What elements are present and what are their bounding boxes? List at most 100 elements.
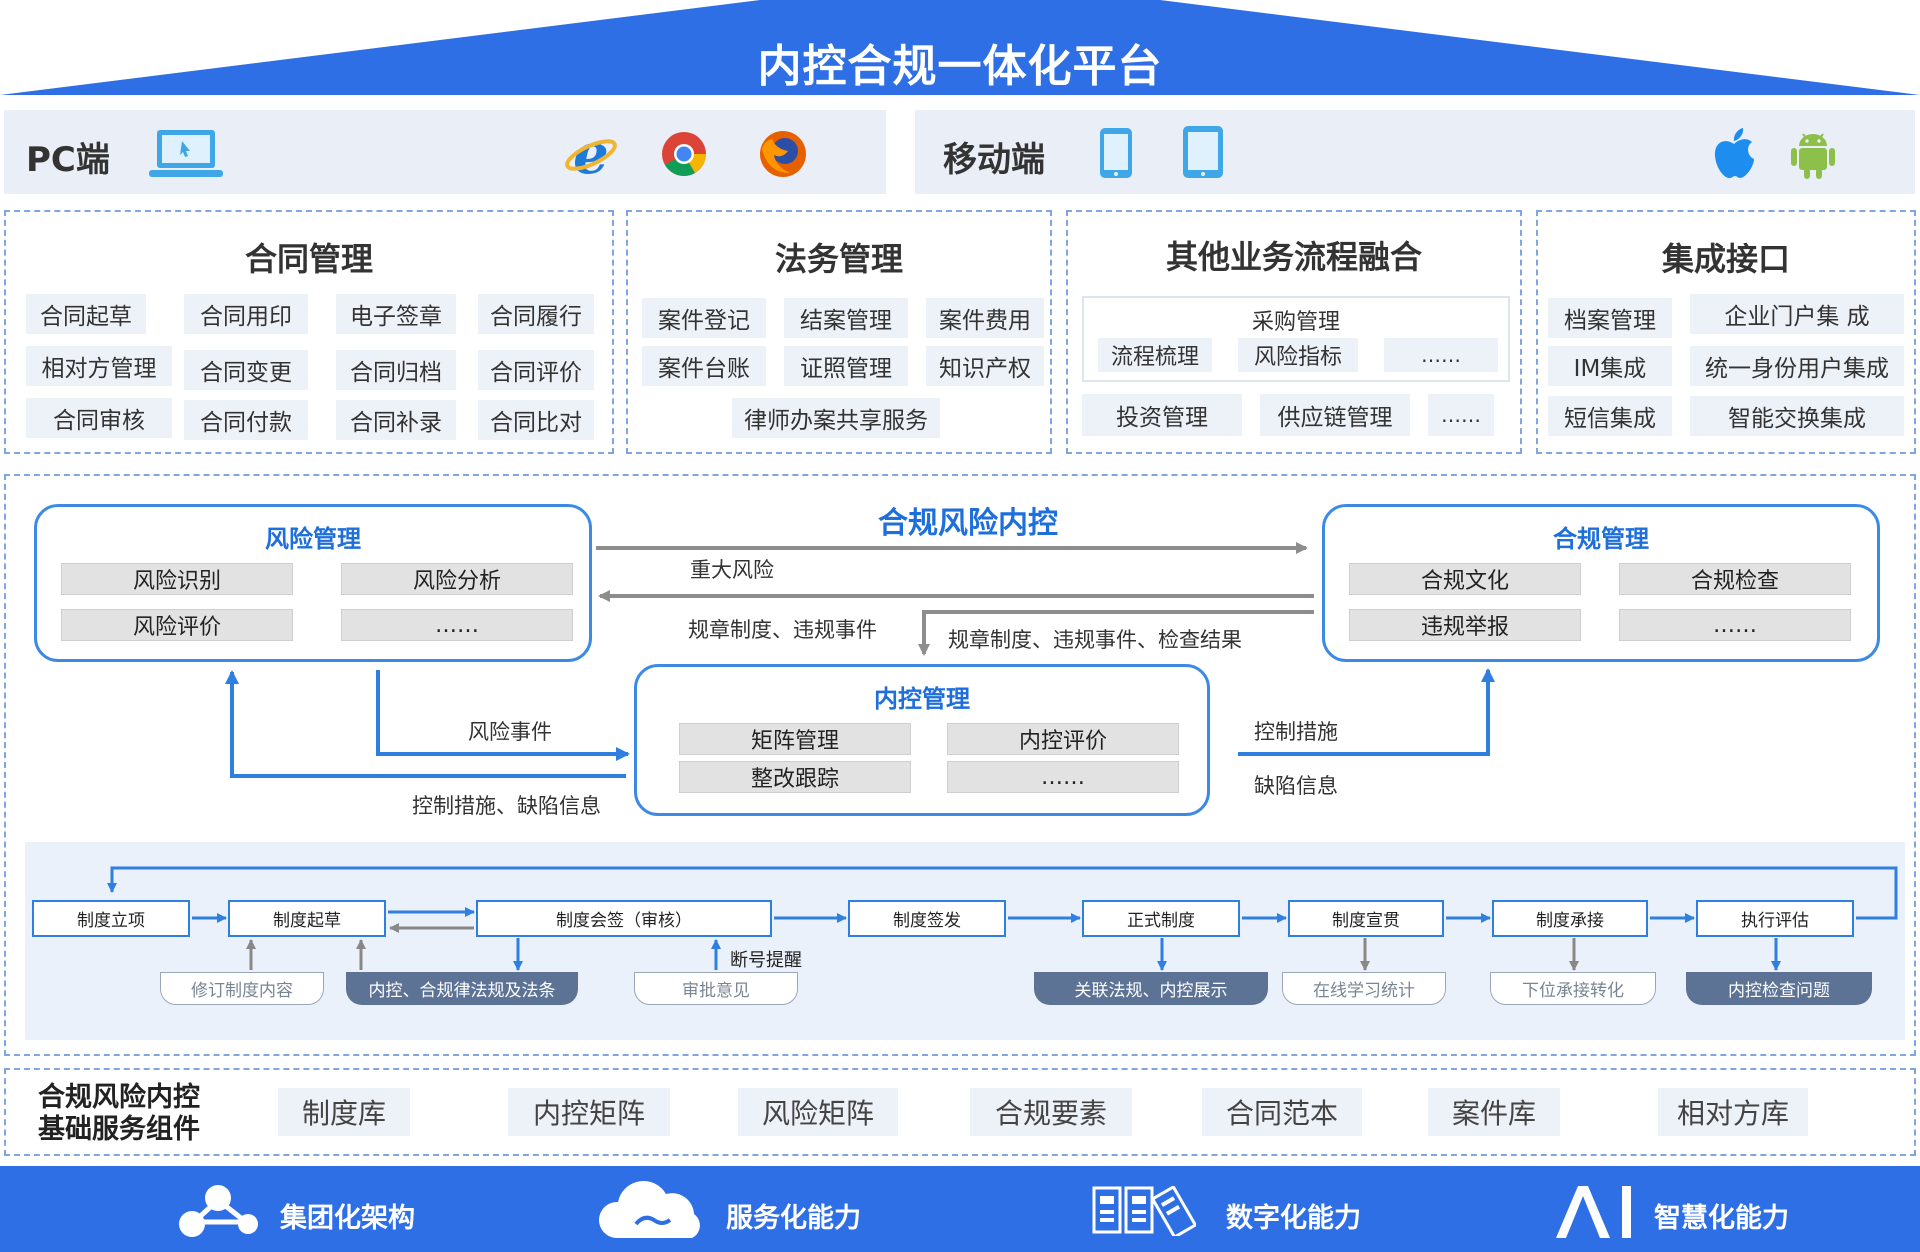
purchase-title: 采购管理 (1251, 310, 1340, 335)
flow-step[interactable]: 执行评估 (1696, 900, 1854, 937)
capability-label: 数字化能力 (1226, 1203, 1361, 1234)
page-title: 内控合规一体化平台 (757, 41, 1163, 92)
integration-title: 集成接口 (1661, 240, 1790, 278)
major-risk-label: 重大风险 (690, 558, 774, 582)
apple-icon (1714, 128, 1754, 179)
flow-tag: 修订制度内容 (160, 972, 324, 1005)
module-item[interactable]: 电子签章 (336, 294, 456, 334)
component-item[interactable]: 合同范本 (1202, 1088, 1362, 1136)
flow-note: 断号提醒 (730, 950, 802, 971)
risk-item[interactable]: …… (341, 609, 573, 641)
flow-tag: 关联法规、内控展示 (1034, 972, 1268, 1005)
module-item[interactable]: 证照管理 (784, 346, 908, 386)
flow-step[interactable]: 制度宣贯 (1288, 900, 1444, 937)
phone-icon (1100, 128, 1132, 178)
module-item[interactable]: 短信集成 (1548, 396, 1672, 436)
component-item[interactable]: 风险矩阵 (738, 1088, 898, 1136)
policy-flow-panel (25, 842, 1905, 1040)
module-item[interactable]: 案件费用 (926, 298, 1044, 338)
capability-label: 集团化架构 (280, 1203, 415, 1234)
document-icon (1092, 1186, 1196, 1236)
ie-icon: e (565, 127, 617, 181)
other-process-section: 其他业务流程融合 采购管理 流程梳理 风险指标 …… 投资管理 供应链管理 …… (1066, 210, 1522, 454)
flow-tag: 内控检查问题 (1686, 972, 1872, 1005)
module-item[interactable]: 合同补录 (336, 400, 456, 440)
module-item[interactable]: 智能交换集成 (1690, 396, 1904, 436)
legal-title: 法务管理 (774, 240, 903, 278)
module-item[interactable]: 合同审核 (26, 398, 172, 438)
center-title: 合规风险内控 (878, 506, 1058, 541)
rules-events-label: 规章制度、违规事件 (688, 618, 877, 642)
module-item[interactable]: 合同变更 (184, 350, 308, 390)
module-item[interactable]: 结案管理 (784, 298, 908, 338)
flow-step[interactable]: 制度起草 (228, 900, 386, 937)
legal-section: 法务管理 案件登记 结案管理 案件费用 案件台账 证照管理 知识产权 律师办案共… (626, 210, 1052, 454)
flow-step[interactable]: 制度会签（审核） (476, 900, 772, 937)
android-icon (1791, 133, 1835, 179)
risk-event-label: 风险事件 (468, 720, 552, 744)
compliance-title: 合规管理 (1553, 525, 1649, 553)
module-item[interactable]: …… (1428, 394, 1494, 436)
risk-item[interactable]: 风险识别 (61, 563, 293, 595)
module-item[interactable]: 投资管理 (1082, 394, 1242, 436)
title-banner (0, 0, 1920, 95)
internal-item[interactable]: …… (947, 761, 1179, 793)
module-item[interactable]: 档案管理 (1548, 298, 1672, 338)
internal-item[interactable]: 矩阵管理 (679, 723, 911, 755)
internal-item[interactable]: 整改跟踪 (679, 761, 911, 793)
compliance-management-box: 合规管理 合规文化 合规检查 违规举报 …… (1322, 504, 1880, 662)
risk-item[interactable]: 风险分析 (341, 563, 573, 595)
module-item[interactable]: IM集成 (1548, 346, 1672, 386)
laptop-icon (149, 130, 223, 177)
module-item[interactable]: 律师办案共享服务 (732, 398, 940, 438)
module-item[interactable]: 案件台账 (642, 346, 766, 386)
contract-section: 合同管理 合同起草 合同用印 电子签章 合同履行 相对方管理 合同变更 合同归档… (4, 210, 614, 454)
module-item[interactable]: 合同评价 (478, 350, 594, 390)
component-item[interactable]: 内控矩阵 (508, 1088, 670, 1136)
contract-title: 合同管理 (244, 240, 373, 278)
flow-tag: 下位承接转化 (1490, 972, 1656, 1005)
mobile-client-bar: 移动端 (915, 110, 1915, 194)
pc-client-bar: PC端 e (4, 110, 886, 194)
module-item[interactable]: …… (1384, 338, 1498, 372)
svg-text:e: e (573, 127, 609, 181)
module-item[interactable]: 案件登记 (642, 298, 766, 338)
defect-info-label: 缺陷信息 (1254, 774, 1338, 798)
module-item[interactable]: 流程梳理 (1098, 338, 1212, 372)
module-item[interactable]: 供应链管理 (1260, 394, 1410, 436)
flow-step[interactable]: 正式制度 (1082, 900, 1240, 937)
components-section (4, 1068, 1916, 1156)
compliance-item[interactable]: …… (1619, 609, 1851, 641)
risk-title: 风险管理 (265, 525, 361, 553)
module-item[interactable]: 合同用印 (184, 294, 308, 334)
chrome-icon (662, 132, 706, 176)
module-item[interactable]: 合同付款 (184, 400, 308, 440)
module-item[interactable]: 合同归档 (336, 350, 456, 390)
risk-item[interactable]: 风险评价 (61, 609, 293, 641)
network-icon (179, 1185, 258, 1237)
flow-tag: 内控、合规律法规及法条 (346, 972, 578, 1005)
component-item[interactable]: 相对方库 (1658, 1088, 1808, 1136)
module-item[interactable]: 风险指标 (1238, 338, 1358, 372)
compliance-item[interactable]: 合规文化 (1349, 563, 1581, 595)
module-item[interactable]: 合同起草 (26, 294, 146, 334)
module-item[interactable]: 企业门户集 成 (1690, 294, 1904, 334)
internal-item[interactable]: 内控评价 (947, 723, 1179, 755)
component-item[interactable]: 案件库 (1428, 1088, 1560, 1136)
compliance-item[interactable]: 违规举报 (1349, 609, 1581, 641)
compliance-item[interactable]: 合规检查 (1619, 563, 1851, 595)
module-item[interactable]: 相对方管理 (26, 346, 172, 386)
tablet-icon (1183, 126, 1223, 178)
cloud-icon (598, 1181, 700, 1238)
flow-step[interactable]: 制度承接 (1492, 900, 1648, 937)
module-item[interactable]: 合同履行 (478, 294, 594, 334)
module-item[interactable]: 知识产权 (926, 346, 1044, 386)
flow-step[interactable]: 制度签发 (848, 900, 1006, 937)
flow-step[interactable]: 制度立项 (32, 900, 190, 937)
module-item[interactable]: 统一身份用户集成 (1690, 346, 1904, 386)
component-item[interactable]: 合规要素 (970, 1088, 1132, 1136)
pc-label: PC端 (26, 140, 110, 180)
module-item[interactable]: 合同比对 (478, 400, 594, 440)
component-item[interactable]: 制度库 (278, 1088, 410, 1136)
